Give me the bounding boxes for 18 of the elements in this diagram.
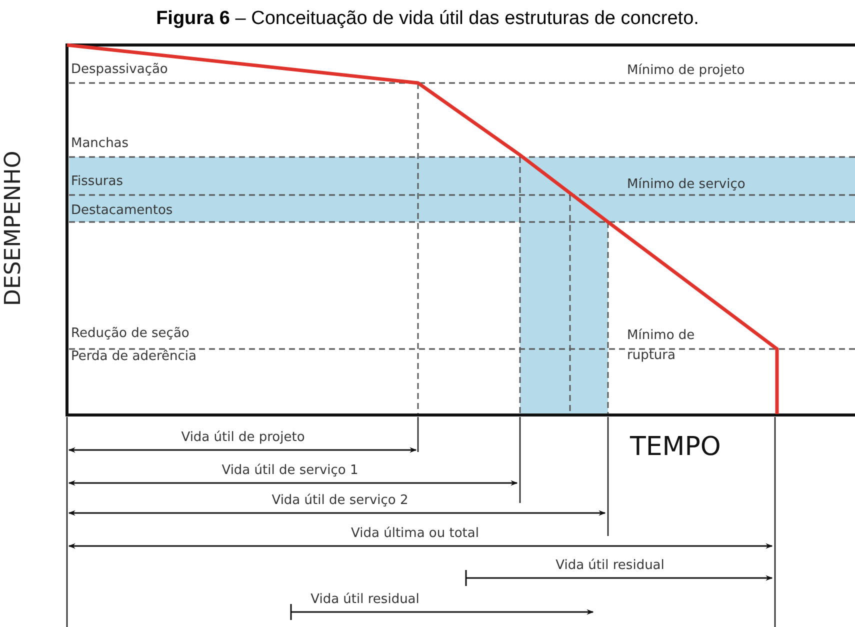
level-label: Perda de aderência [71, 349, 196, 365]
level-label: Manchas [71, 136, 129, 152]
span-label: Vida última ou total [351, 526, 479, 542]
span-label: Vida útil residual [556, 558, 664, 574]
level-label: Fissuras [71, 174, 124, 190]
level-label: Mínimo de ruptura [627, 327, 696, 365]
level-label: Redução de seção [71, 326, 190, 342]
span-label: Vida útil de serviço 2 [272, 493, 408, 509]
level-label: Mínimo de serviço [627, 177, 746, 193]
level-label: Despassivação [71, 62, 168, 78]
span-label: Vida útil de serviço 1 [222, 463, 358, 479]
level-label: Mínimo de projeto [627, 63, 745, 79]
axis-title: TEMPO [630, 432, 721, 462]
level-label: Destacamentos [71, 203, 173, 219]
span-label: Vida útil residual [310, 592, 420, 608]
figure-title: Figura 6 – Conceituação de vida útil das estruturas de concreto. [155, 8, 700, 30]
axis-title: DESEMPENHO [1, 150, 27, 306]
span-label: Vida útil de projeto [181, 430, 305, 446]
